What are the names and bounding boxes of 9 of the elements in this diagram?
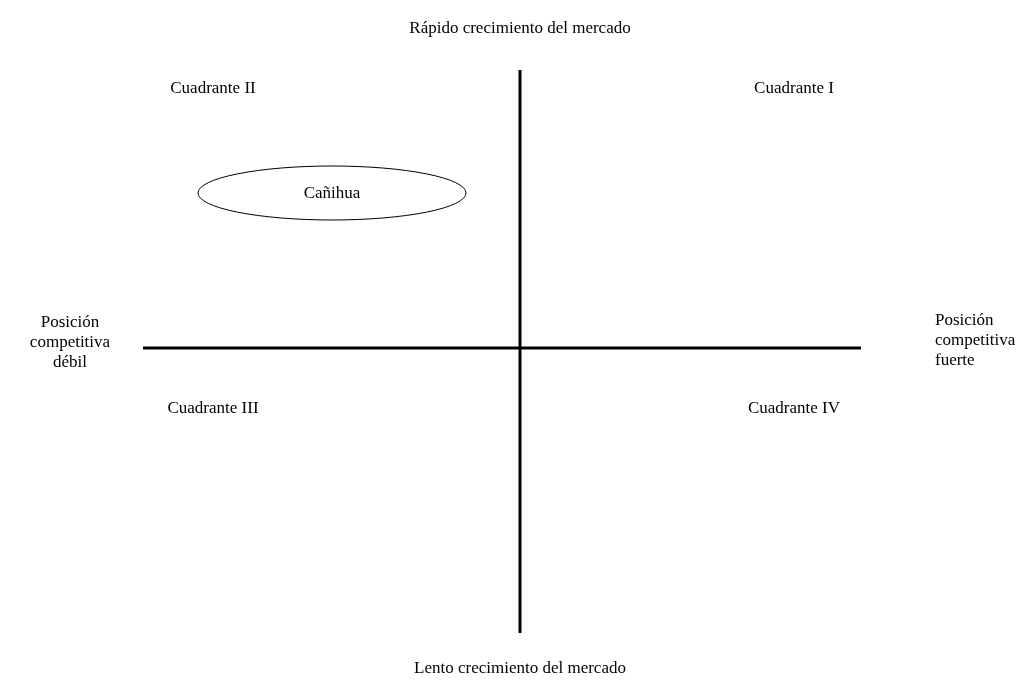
quadrant-label: Cuadrante I	[754, 78, 834, 98]
axis-label: Rápido crecimiento del mercado	[409, 18, 631, 38]
quadrant-label: Cuadrante II	[170, 78, 256, 98]
axis-label: Posición competitiva fuerte	[935, 310, 1017, 370]
axis-label: Lento crecimiento del mercado	[414, 658, 626, 678]
quadrant-label: Cuadrante III	[167, 398, 259, 418]
axis-label: Posición competitiva débil	[28, 312, 112, 372]
node-label: Cañihua	[303, 183, 361, 203]
quadrant-label: Cuadrante IV	[747, 398, 841, 418]
